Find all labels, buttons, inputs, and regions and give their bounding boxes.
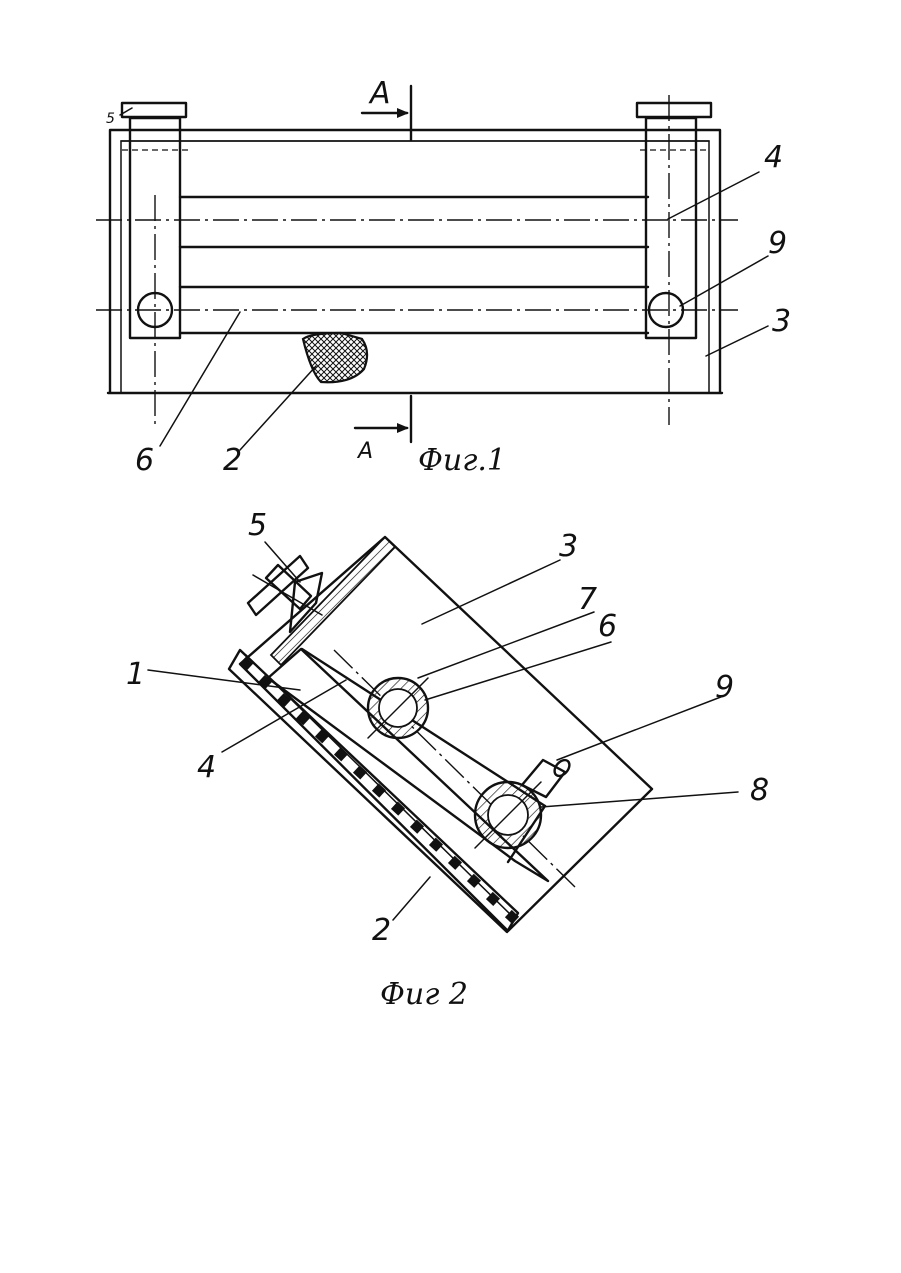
fig2-label-4: 4	[197, 750, 216, 785]
section-line-a: А А	[355, 76, 411, 464]
fig2-label-8: 8	[750, 773, 769, 808]
roller-8	[475, 782, 541, 848]
section-marker-top: А	[368, 76, 391, 111]
fig2-label-9: 9	[715, 670, 734, 705]
figure-2: 5 3 7 6 1 4 9 8 2 Фиг 2	[126, 508, 769, 1012]
left-post	[122, 103, 188, 425]
fig2-label-5: 5	[248, 508, 267, 543]
mesh-brush	[303, 333, 367, 382]
fig1-label-2: 2	[223, 443, 242, 478]
section-marker-bottom: А	[356, 439, 373, 464]
fig1-label-4: 4	[764, 140, 783, 175]
right-post	[637, 95, 711, 425]
fig2-label-1: 1	[126, 657, 145, 692]
fig1-caption: Фиг.1	[418, 443, 506, 478]
fig2-label-3: 3	[559, 529, 578, 564]
fig2-label-2: 2	[372, 913, 391, 948]
fig1-leader-lines	[120, 108, 768, 450]
fig2-label-6: 6	[598, 609, 617, 644]
figure-1: А А 5 4 9 3 6 2 Фиг.1	[96, 76, 791, 478]
fig1-label-3: 3	[772, 304, 791, 339]
housing-outline	[108, 130, 722, 393]
fig1-label-9: 9	[768, 226, 787, 261]
roller-6	[368, 678, 428, 738]
fig2-label-7: 7	[578, 582, 597, 617]
roller-drum	[96, 197, 738, 333]
fig2-caption: Фиг 2	[380, 977, 468, 1012]
fig1-label-5: 5	[106, 111, 115, 127]
fig2-leader-lines	[148, 542, 738, 920]
fig1-label-6: 6	[135, 443, 154, 478]
